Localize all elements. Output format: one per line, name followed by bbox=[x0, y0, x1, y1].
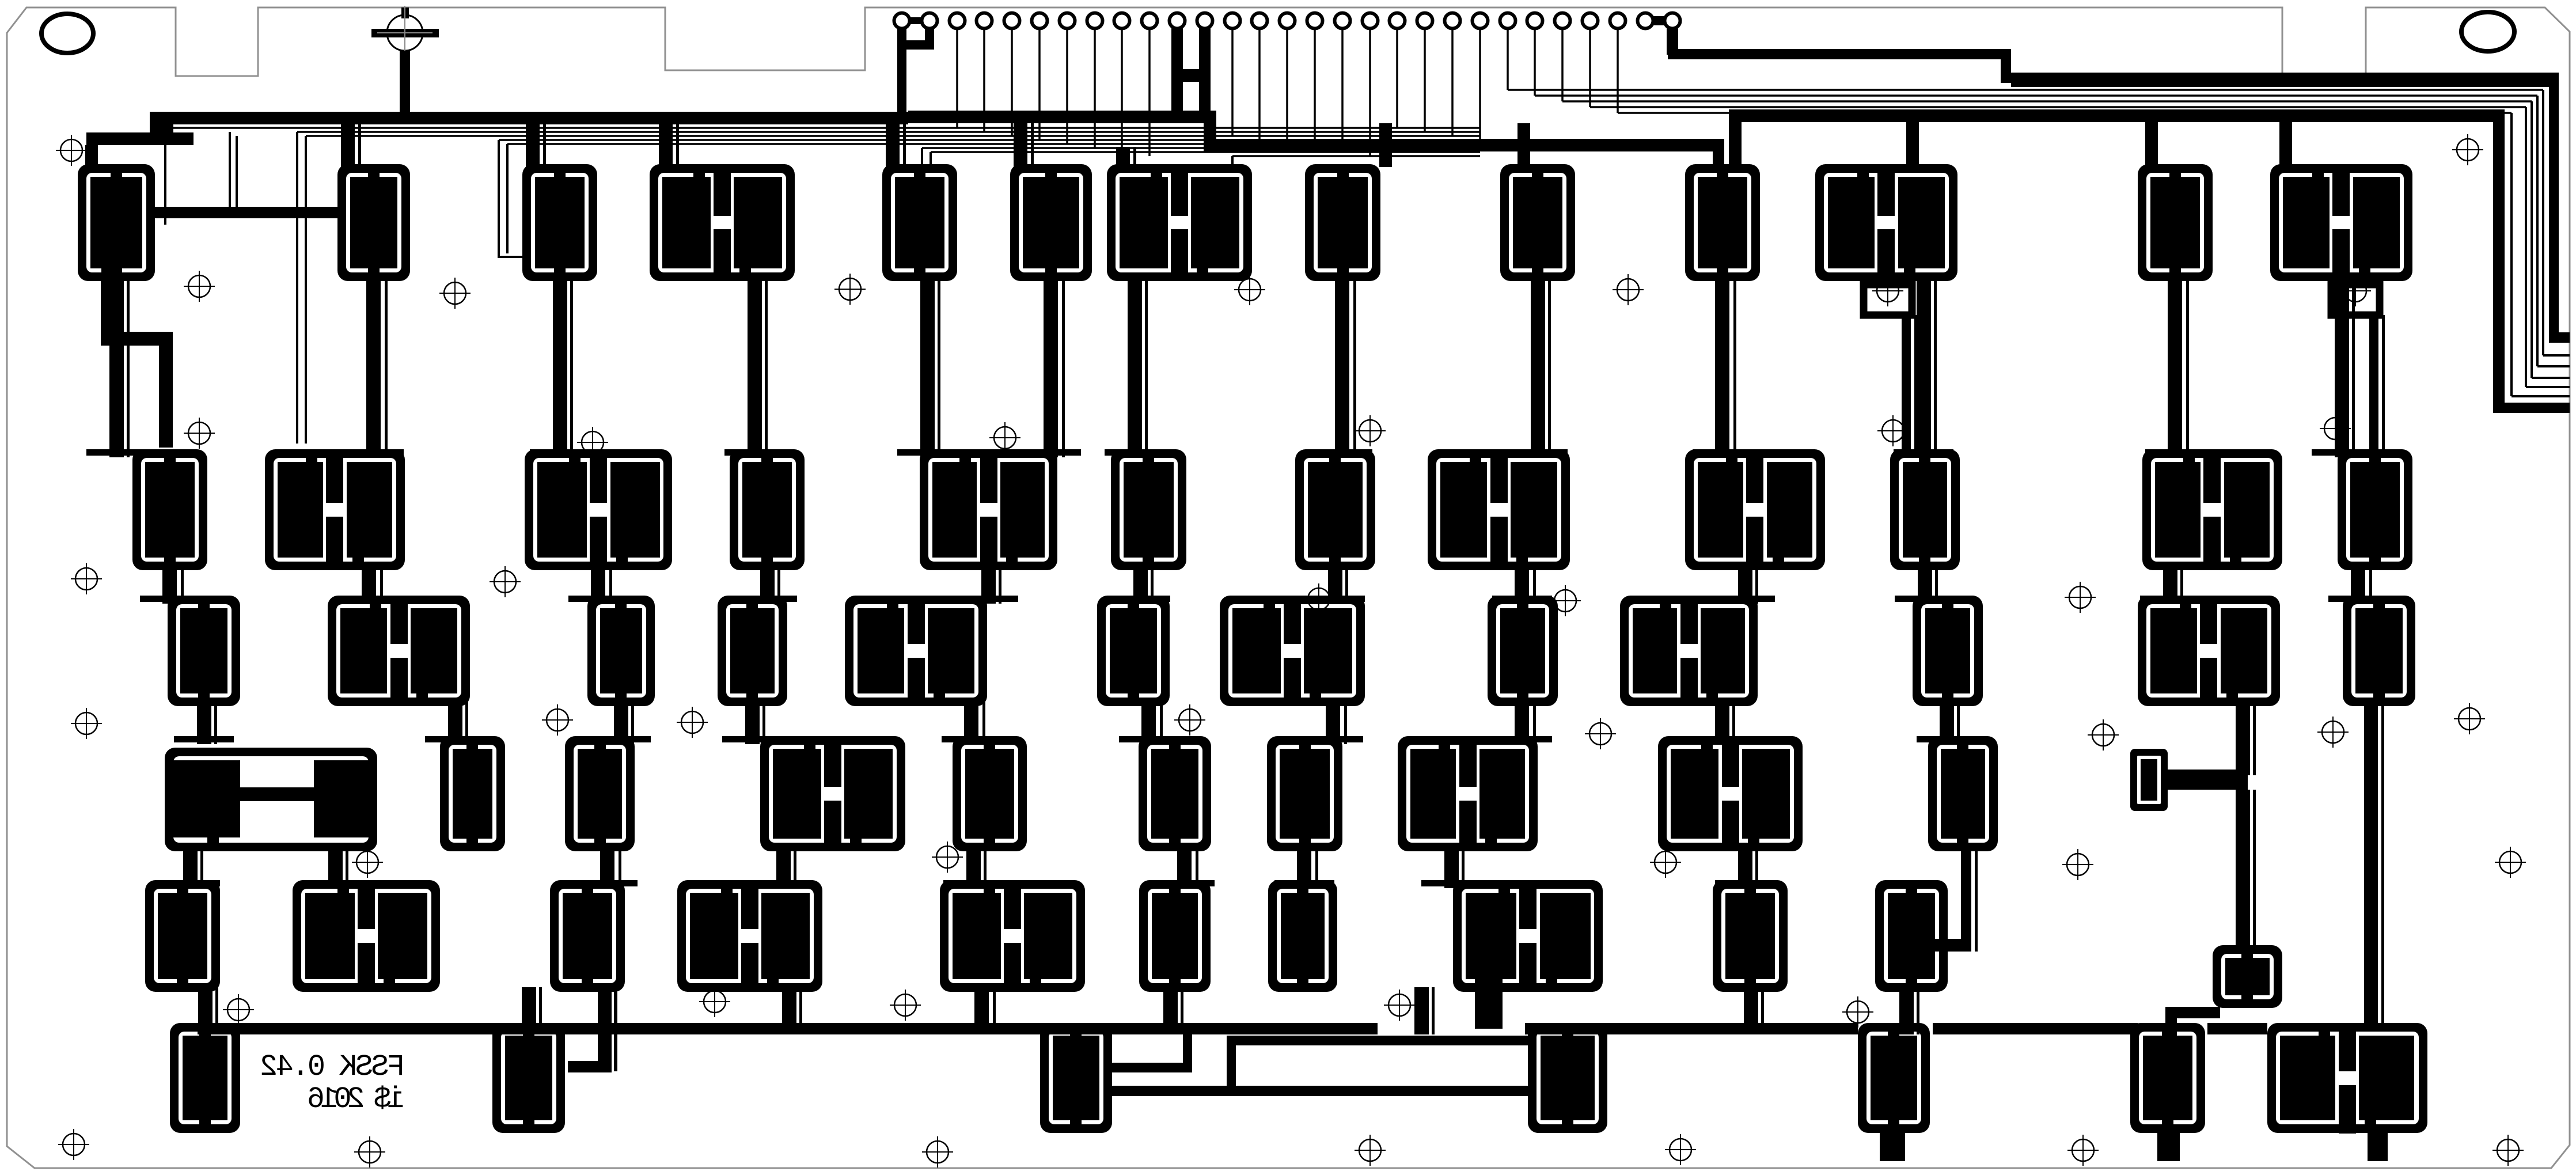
svg-text:FSSK 0.42: FSSK 0.42 bbox=[260, 1050, 405, 1084]
svg-text:i$ 2016: i$ 2016 bbox=[307, 1082, 405, 1116]
